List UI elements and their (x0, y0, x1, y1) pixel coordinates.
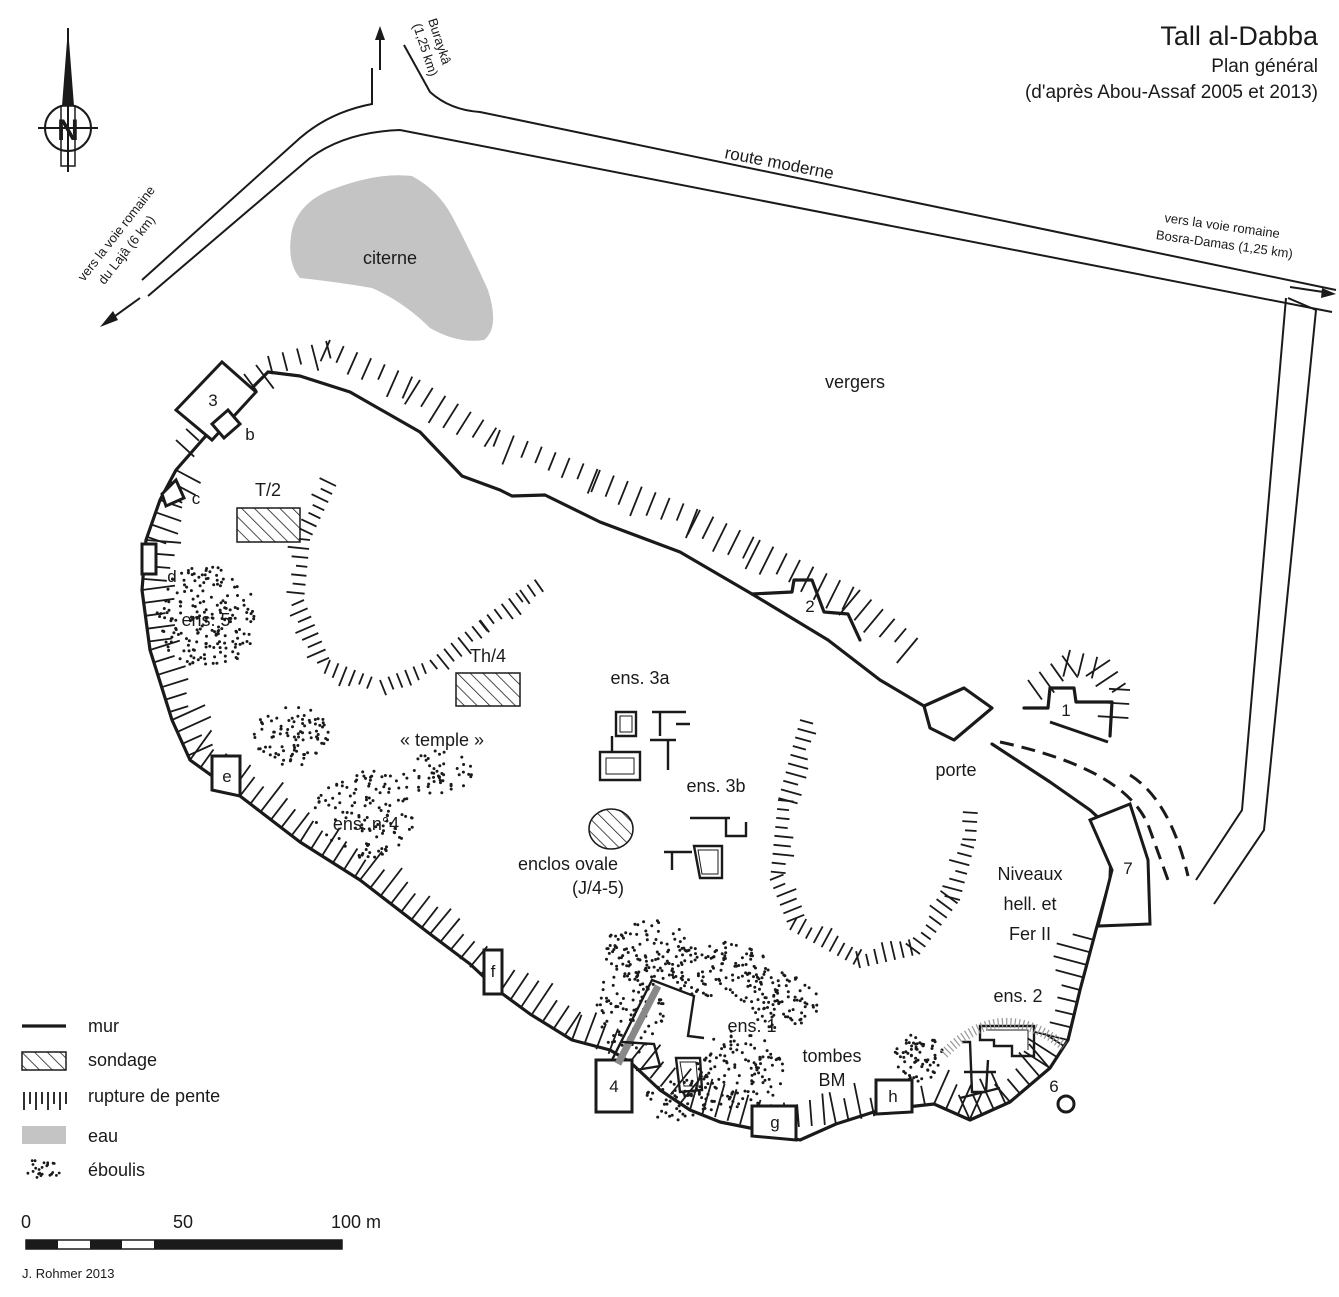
tower-7-label: 7 (1123, 859, 1132, 878)
scree-dot-fields (155, 565, 944, 1122)
tower-g: g (750, 1104, 798, 1142)
ens-4-label: ens. n°4 (333, 814, 399, 834)
road-label-modern: route moderne (723, 143, 835, 183)
tower-b: b (209, 407, 255, 444)
tower-e-label: e (222, 767, 231, 786)
orchards-label: vergers (825, 372, 885, 392)
legend-water-label: eau (88, 1126, 118, 1146)
tower-1: 1 (1022, 686, 1114, 738)
tower-c: c (160, 477, 201, 509)
ens-2-label: ens. 2 (993, 986, 1042, 1006)
ens-1-remains (610, 978, 705, 1094)
scale-tick-50: 50 (173, 1212, 193, 1232)
ens-2-slope-arc (940, 1017, 1068, 1058)
legend-scree-label: éboulis (88, 1160, 145, 1180)
oval-enclosure: enclos ovale (J/4-5) (518, 808, 634, 898)
scale-bar: 0 50 100 m (21, 1212, 381, 1250)
legend-slope-label: rupture de pente (88, 1086, 220, 1106)
levels-label-line2: hell. et (1003, 894, 1056, 914)
tower-c-label: c (192, 489, 201, 508)
enclosure-wall (140, 370, 1114, 1142)
tower-f: f (482, 948, 504, 996)
tower-h: h (874, 1078, 914, 1116)
ens-3b-remains (664, 816, 748, 880)
map-subtitle: Plan général (1211, 56, 1318, 77)
tower-4: 4 (594, 1058, 634, 1114)
ens-1-label: ens. 1 (727, 1016, 776, 1036)
tombs-label-line2: BM (819, 1070, 846, 1090)
feature-6: 6 (1049, 1077, 1076, 1114)
tower-4-label: 4 (609, 1077, 618, 1096)
legend-sounding-label: sondage (88, 1050, 157, 1070)
map-title: Tall al-Dabba (1160, 21, 1319, 51)
tower-2: 2 (750, 578, 862, 642)
north-arrow-icon: N (38, 28, 98, 172)
levels-label-line3: Fer II (1009, 924, 1051, 944)
legend-wall-label: mur (88, 1016, 119, 1036)
road-label-west: vers la voie romaine du Lajâ (6 km) (75, 183, 158, 287)
tower-7: 7 (1088, 802, 1152, 928)
tower-2-label: 2 (805, 597, 814, 616)
map-source: (d'après Abou-Assaf 2005 et 2013) (1025, 82, 1318, 103)
temple-label: « temple » (400, 730, 484, 750)
legend-sounding-swatch (21, 1051, 67, 1071)
tower-3: 3 (173, 359, 259, 443)
north-letter: N (57, 114, 79, 147)
feature-6-label: 6 (1049, 1077, 1058, 1096)
tower-d-label: d (167, 567, 176, 586)
sounding-th4-label: Th/4 (470, 646, 506, 666)
sounding-t2: T/2 (236, 480, 301, 543)
tower-d: d (140, 542, 177, 586)
tower-b-label: b (245, 425, 254, 444)
ens-3a-remains (598, 710, 690, 782)
tower-3-label: 3 (208, 391, 217, 410)
cistern-label: citerne (363, 248, 417, 268)
ens-5-label: ens. 5 (181, 610, 230, 630)
legend-scree-swatch (26, 1159, 61, 1179)
tower-g-label: g (770, 1113, 779, 1132)
map-title-block: Tall al-Dabba Plan général (d'après Abou… (1025, 21, 1319, 103)
tower-h-label: h (888, 1087, 897, 1106)
ens-3a-label: ens. 3a (610, 668, 670, 688)
legend-water-swatch (22, 1126, 66, 1144)
oval-enclosure-label: enclos ovale (518, 854, 618, 874)
modern-road (100, 26, 1337, 905)
ens-3b-label: ens. 3b (686, 776, 745, 796)
map-legend: mur sondage rupture de pente eau éboulis (21, 1016, 220, 1180)
tower-1-label: 1 (1061, 701, 1070, 720)
tower-f-label: f (491, 962, 496, 981)
tombs-label-line1: tombes (802, 1046, 861, 1066)
author-credit: J. Rohmer 2013 (22, 1266, 115, 1281)
tower-e: e (210, 754, 242, 798)
road-label-east: vers la voie romaine Bosra-Damas (1,25 k… (1155, 210, 1294, 261)
scale-tick-0: 0 (21, 1212, 31, 1232)
levels-label-line1: Niveaux (997, 864, 1062, 884)
oval-enclosure-grid: (J/4-5) (572, 878, 624, 898)
legend-slope-swatch (23, 1092, 67, 1110)
sounding-t2-label: T/2 (255, 480, 281, 500)
ens-2-remains (959, 1024, 1036, 1100)
scale-tick-100: 100 m (331, 1212, 381, 1232)
gate-label: porte (935, 760, 976, 780)
cistern-water (290, 175, 494, 341)
sounding-th4: Th/4 (455, 646, 521, 707)
